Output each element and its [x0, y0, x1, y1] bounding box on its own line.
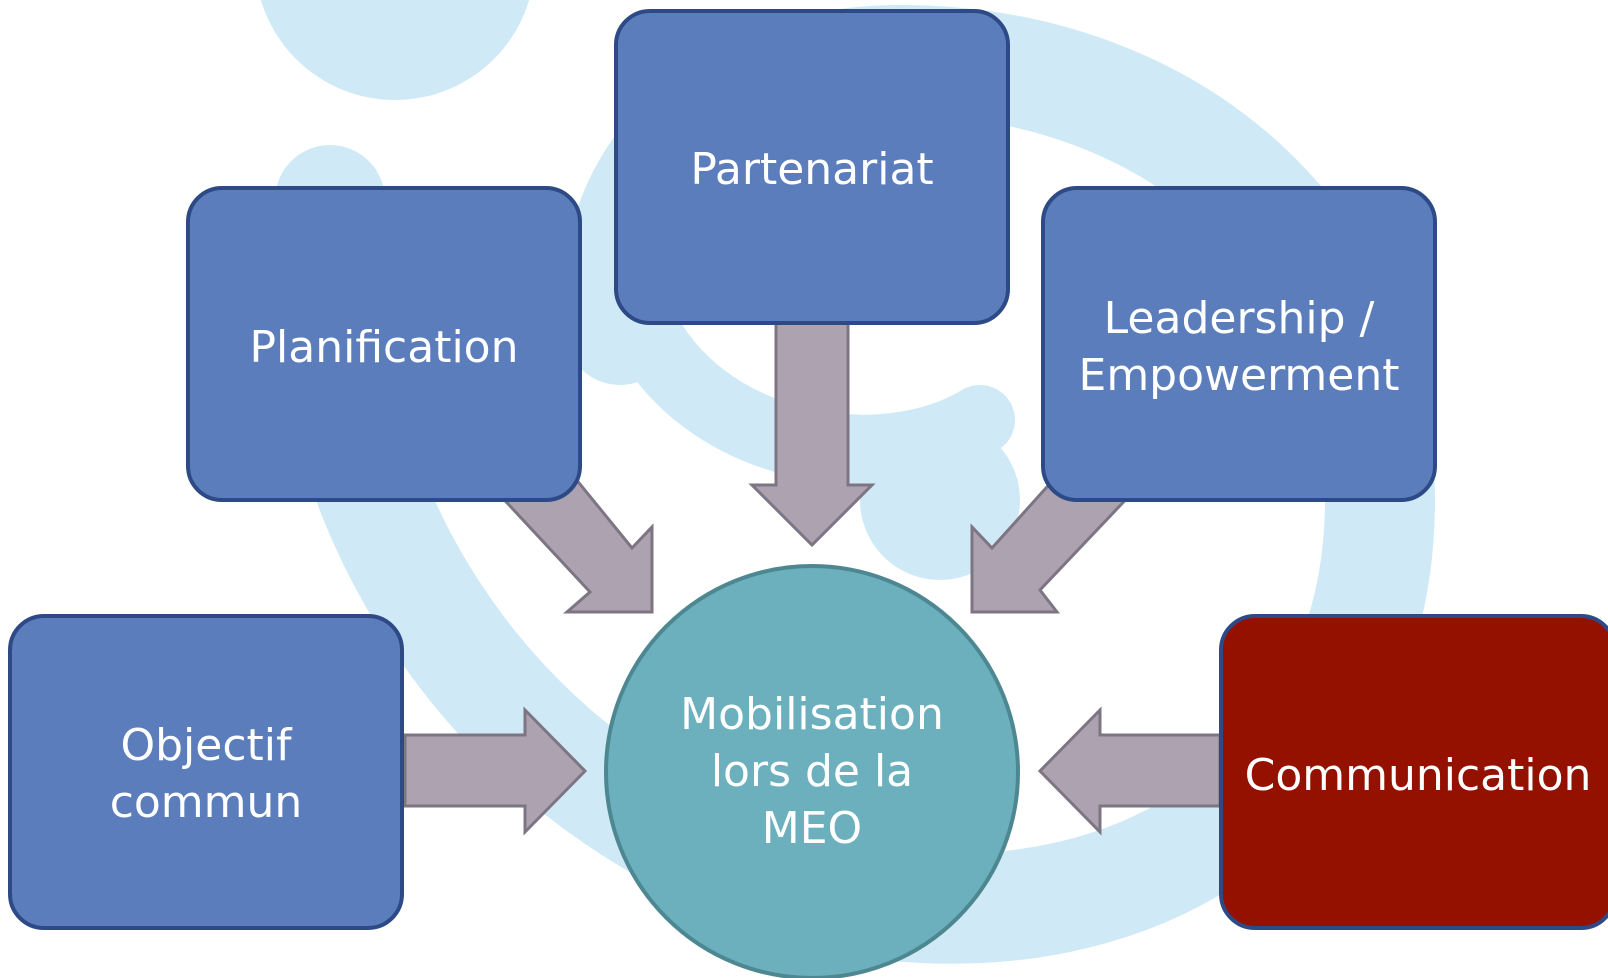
- label-partenariat: Partenariat: [690, 144, 933, 195]
- label-objectif: Objectif commun: [110, 720, 303, 828]
- arrows: [403, 320, 1222, 836]
- node-planification: Planification: [186, 186, 582, 502]
- arrow-partenariat-to-center: [748, 320, 876, 548]
- arrow-planification-to-center: [494, 476, 654, 614]
- arrow-leadership-to-center: [970, 476, 1135, 614]
- communication-label-line: Communication: [1245, 750, 1592, 801]
- arrow-objectif-to-center: [403, 706, 588, 836]
- objectif-label-line: Objectif: [120, 720, 293, 771]
- box-planification: [186, 186, 582, 502]
- node-partenariat: Partenariat: [614, 9, 1010, 325]
- center-label-line: Mobilisation: [680, 689, 944, 740]
- node-communication: Communication: [1219, 614, 1608, 930]
- leadership-label-line: Empowerment: [1079, 350, 1400, 401]
- label-planification: Planification: [250, 322, 519, 373]
- objectif-label-line: commun: [110, 777, 303, 828]
- box-partenariat: [614, 9, 1010, 325]
- node-center: Mobilisation lors de la MEO: [604, 564, 1020, 978]
- node-leadership: Leadership / Empowerment: [1041, 186, 1437, 502]
- leadership-label-line: Leadership /: [1104, 293, 1375, 344]
- partenariat-label-line: Partenariat: [690, 144, 933, 195]
- arrow-communication-to-center: [1037, 706, 1222, 836]
- label-center: Mobilisation lors de la MEO: [680, 689, 944, 854]
- node-objectif: Objectif commun: [8, 614, 404, 930]
- center-circle: [604, 564, 1020, 978]
- label-communication: Communication: [1245, 750, 1592, 801]
- label-leadership: Leadership / Empowerment: [1079, 293, 1400, 401]
- center-label-line: MEO: [762, 803, 862, 854]
- box-communication: [1219, 614, 1608, 930]
- box-leadership: [1041, 186, 1437, 502]
- box-objectif: [8, 614, 404, 930]
- center-label-line: lors de la: [711, 746, 913, 797]
- planification-label-line: Planification: [250, 322, 519, 373]
